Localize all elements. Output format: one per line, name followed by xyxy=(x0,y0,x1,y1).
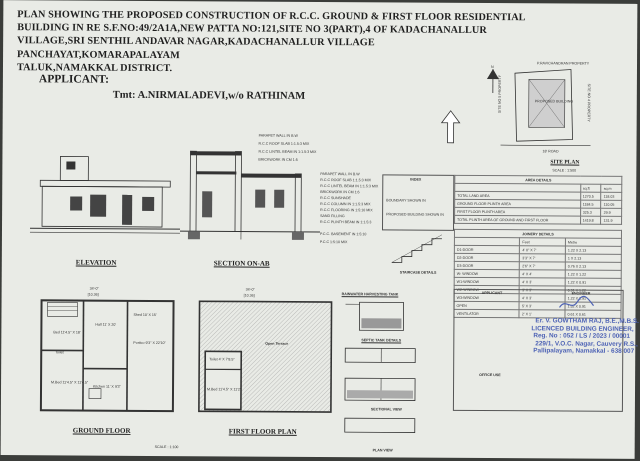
section-note: BRICKWORK IN CM 1:5 xyxy=(258,157,298,162)
area-cell: 131.9 xyxy=(601,216,622,225)
section-note: PARAPET WALL IN B.W xyxy=(258,133,298,138)
section-drawing xyxy=(179,150,320,240)
joinery-cell: 2'6" X 7' xyxy=(519,261,566,271)
septic-plan-drawing xyxy=(344,347,416,363)
stamp-line: Er. V. GOWTHAM RAJ, B.E.,M.B.S. xyxy=(535,317,639,325)
ff-dim-top: 34'-0" xyxy=(245,287,255,292)
joinery-cell: 4' 0" X 7' xyxy=(519,245,566,255)
section-note: R.C.C ROOF SLAB 1:1.5:3 MIX xyxy=(320,178,372,183)
rwh-tank-drawing xyxy=(345,301,404,331)
site-plan-label: SITE PLAN xyxy=(550,159,580,166)
office-use-label: OFFICE USE xyxy=(479,372,501,378)
joinery-cell: 4' X 3' xyxy=(519,277,566,287)
area-cell: 1184.5 xyxy=(580,200,602,209)
room-label: Portico 9'3" X 22'10" xyxy=(133,340,166,346)
site-road: 18' ROAD xyxy=(542,149,559,154)
section-label: SECTION ON-AB xyxy=(213,259,270,268)
section-note: SAND FILLING xyxy=(320,214,345,219)
site-right-neighbour: SITE NO 4 PROPERTY xyxy=(586,83,591,122)
staircase-label: STAIRCASE DETAILS xyxy=(399,270,437,275)
index-item: BOUNDARY SHOWN IN xyxy=(386,198,426,203)
north-arrow-icon xyxy=(440,110,461,144)
applicant-label: APPLICANT: xyxy=(38,73,110,86)
septic-section-drawing xyxy=(344,377,416,401)
rwh-label: RAINWATER HARVESTING TANK xyxy=(341,292,399,297)
area-cell: 29.9 xyxy=(601,208,622,217)
applicant-name: Tmt: A.NIRMALADEVI,w/o RATHINAM xyxy=(112,89,306,102)
area-cell: 110.05 xyxy=(601,200,622,209)
stamp-line: Pallipalayam, Namakkal - 638 007 xyxy=(533,347,635,356)
drawing-title: PLAN SHOWING THE PROPOSED CONSTRUCTION O… xyxy=(17,8,537,77)
first-floor-plan xyxy=(198,300,333,413)
section-note: P.C.C. BASEMENT IN 1:5:10 xyxy=(319,232,367,237)
signature-scribble-icon xyxy=(559,295,595,308)
section-note: BRICKWORK IN CM 1:6 xyxy=(320,190,360,195)
north-label: N xyxy=(490,65,494,70)
room-label: Open Terrace xyxy=(265,341,289,346)
first-floor-label: FIRST FLOOR PLAN xyxy=(228,427,297,436)
room-label: M.Bed 11'4.5" X 11'2" xyxy=(207,387,242,392)
room-label: Hall 11' X 20' xyxy=(95,322,117,327)
joinery-cell: 4' X 4' xyxy=(519,269,566,279)
ground-floor-plan xyxy=(39,299,175,413)
staircase-drawing xyxy=(391,234,443,263)
applicant-signature-label: APPLICANT xyxy=(481,290,503,296)
title-line: VILLAGE,SRI SENTHIL ANDAVAR NAGAR,KADACH… xyxy=(17,35,375,61)
room-label: Kitchen 11' X 9'3" xyxy=(93,384,121,389)
section-note: R.C.C LINTEL BEAM IN 1:1.5:3 MIX xyxy=(320,184,379,189)
septic-plan-view-drawing xyxy=(344,417,416,433)
room-label: Toilet xyxy=(55,350,64,355)
room-label: Toilet 4' X 7'8.5" xyxy=(209,357,235,362)
area-cell: 1419.8 xyxy=(580,216,602,225)
site-scale: SCALE : 1:500 xyxy=(552,168,577,173)
section-note: R.C.C SUNSHADE xyxy=(320,196,351,201)
site-top-neighbour: P.RAVICHANDRAN PROPERTY xyxy=(537,61,590,66)
elevation-drawing xyxy=(29,156,181,234)
area-header: sq.m xyxy=(601,184,622,193)
section-note: P.C.C 1:5:10 MIX xyxy=(319,240,348,245)
index-item: PROPOSED BUILDING SHOWN IN xyxy=(386,212,444,217)
room-label: M.Bed 11'4.5" X 11'4.5" xyxy=(51,380,89,385)
joinery-header: Feet xyxy=(519,237,566,247)
gf-dim-top: 34'-0" xyxy=(89,286,99,291)
area-cell: 1270.5 xyxy=(580,192,602,201)
section-note: R.C.C COLUMN IN 1:1.5:3 MIX xyxy=(320,202,371,207)
section-note: R.C.C PLINTH BEAM IN 1:1.5:3 xyxy=(320,220,372,225)
septic-label: SEPTIC TANK DETAILS xyxy=(361,338,402,343)
site-left-neighbour: SITE NO 5 PROPERTY xyxy=(497,75,502,114)
index-title: INDEX xyxy=(410,177,422,182)
room-label: Shed 10' X 15' xyxy=(133,312,157,318)
site-proposed: PROPOSED BUILDING xyxy=(534,99,574,104)
section-note: R.C.C LINTEL BEAM IN 1:1.5:3 MIX xyxy=(258,149,317,154)
engineer-stamp: Er. V. GOWTHAM RAJ, B.E.,M.B.S. LICENCED… xyxy=(529,297,640,413)
area-cell: 325.3 xyxy=(580,208,602,217)
plan-scale: SCALE : 1:100 xyxy=(154,445,179,450)
ff-dim-top-m: [10.36] xyxy=(243,293,255,298)
site-plan-drawing xyxy=(486,69,591,146)
section-note: R.C.C ROOF SLAB 1:1.5:3 MIX xyxy=(258,141,310,146)
area-cell: TOTAL PLINTH AREA OF GROUND AND FIRST FL… xyxy=(454,215,581,225)
ground-floor-label: GROUND FLOOR xyxy=(72,426,131,435)
room-label: Bed 11'4.5" X 18' xyxy=(53,330,81,335)
area-header: sq.ft xyxy=(580,184,602,193)
joinery-cell: 3'3" X 7' xyxy=(519,253,566,263)
section-note: R.C.C FLOORING IN 1:5:10 MIX xyxy=(320,208,373,213)
plan-view-label: PLAN VIEW xyxy=(372,448,393,453)
gf-dim-top-m: [10.36] xyxy=(87,292,99,297)
sectional-view-label: SECTIONAL VIEW xyxy=(370,407,402,412)
area-cell: 118.03 xyxy=(601,192,622,201)
elevation-label: ELEVATION xyxy=(75,258,117,267)
section-note: PARAPET WALL IN B.W xyxy=(320,172,360,177)
